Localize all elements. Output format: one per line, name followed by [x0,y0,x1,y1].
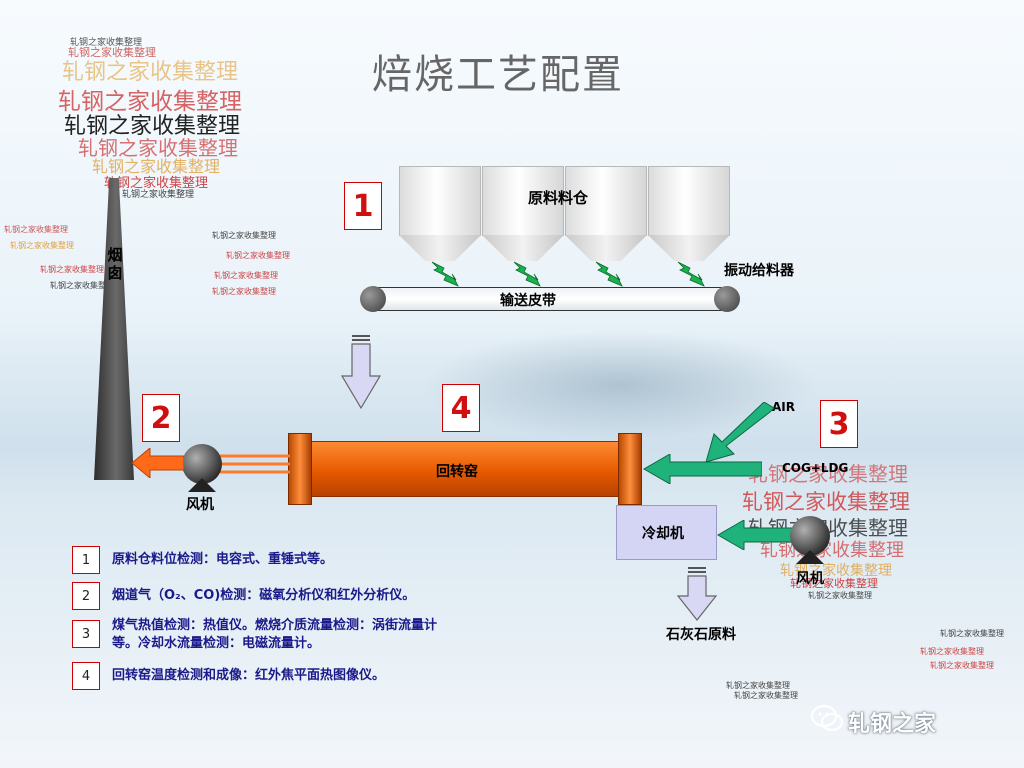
watermark-large: 轧钢之家收集整理 [58,89,242,115]
watermark-small: 轧钢之家收集整理 [70,38,143,48]
watermark-medium: 轧钢之家收集整理 [748,462,908,486]
kiln-flange-right [618,433,642,505]
air-label: AIR [772,400,795,414]
watermark-small: 轧钢之家收集整理 [68,46,156,59]
orange-arrow-icon [131,448,184,478]
watermark-large: 轧钢之家收集整理 [62,60,239,85]
watermark-small: 轧钢之家收集整理 [122,190,195,200]
legend-number: 2 [72,582,100,610]
fan-left [182,444,222,484]
watermark-medium: 轧钢之家收集整理 [92,157,221,176]
legend-text: 原料仓料位检测：电容式、重锤式等。 [112,552,334,567]
watermark-small: 轧钢之家收集整理 [4,225,68,234]
watermark-small: 轧钢之家收集整理 [214,271,278,280]
wechat-icon [810,704,844,732]
green-arrow-icon [642,454,762,484]
chimney-label: 烟囱 [107,246,123,282]
watermark-small: 轧钢之家收集整理 [734,691,798,700]
lightning-icon [595,261,623,287]
silo [399,166,481,236]
cooler-label: 冷却机 [642,526,684,542]
number-box-4: 4 [442,384,480,432]
belt-roller-right [714,286,740,312]
silo [648,166,730,236]
legend-number: 3 [72,620,100,648]
legend-number: 4 [72,662,100,690]
down-arrow-icon [340,335,382,410]
watermark-small: 轧钢之家收集整理 [104,176,209,191]
belt-label: 输送皮带 [500,293,556,309]
number-box-1: 1 [344,182,382,230]
lightning-icon [677,261,705,287]
watermark-small: 轧钢之家收集整理 [10,241,74,250]
rotary-kiln [300,441,630,497]
watermark-small: 轧钢之家收集整理 [808,591,872,600]
watermark-small: 轧钢之家收集整理 [780,563,892,579]
watermark-small: 轧钢之家收集整理 [212,287,276,296]
silo [565,166,647,236]
orange-flow-lines [220,454,290,474]
watermark-small: 轧钢之家收集整理 [50,281,114,290]
footer-brand: 轧钢之家 [848,712,937,737]
watermark-small: 轧钢之家收集整理 [930,661,994,670]
legend-text: 煤气热值检测：热值仪。燃烧介质流量检测：涡街流量计等。冷却水流量检测：电磁流量计… [112,618,438,651]
fan-left-base [188,478,216,492]
legend-text: 回转窑温度检测和成像：红外焦平面热图像仪。 [112,668,386,683]
watermark-small: 轧钢之家收集整理 [940,629,1004,638]
watermark-small: 轧钢之家收集整理 [212,231,276,240]
silo-label: 原料料仓 [528,189,589,207]
watermark-small: 轧钢之家收集整理 [726,681,790,690]
watermark-small: 轧钢之家收集整理 [226,251,290,260]
fan-left-label: 风机 [186,497,214,513]
kiln-label: 回转窑 [436,464,478,480]
belt-roller-left [360,286,386,312]
feeder-label: 振动给料器 [724,263,794,279]
fan-right-base [796,550,824,564]
watermark-large: 轧钢之家收集整理 [64,114,241,139]
page-title: 焙烧工艺配置 [372,52,624,98]
watermark-large: 轧钢之家收集整理 [742,490,910,514]
number-box-2: 2 [142,394,180,442]
down-arrow-icon [676,567,718,621]
cooler [616,505,717,560]
gas-label: COG+LDG [782,461,849,475]
legend-number: 1 [72,546,100,574]
watermark-small: 轧钢之家收集整理 [920,647,984,656]
lightning-icon [513,261,541,287]
fan-right [790,516,830,556]
fan-right-label: 风机 [796,571,824,587]
watermark-small: 轧钢之家收集整理 [40,265,104,274]
product-label: 石灰石原料 [666,627,736,643]
number-box-3: 3 [820,400,858,448]
legend-text: 烟道气（O₂、CO)检测：磁氧分析仪和红外分析仪。 [112,588,416,603]
watermark-large: 轧钢之家收集整理 [78,136,238,160]
green-arrow-icon [716,520,796,550]
kiln-flange-left [288,433,312,505]
lightning-icon [431,261,459,287]
conveyor-belt [372,287,728,311]
watermark-small: 轧钢之家收集整理 [790,577,878,590]
